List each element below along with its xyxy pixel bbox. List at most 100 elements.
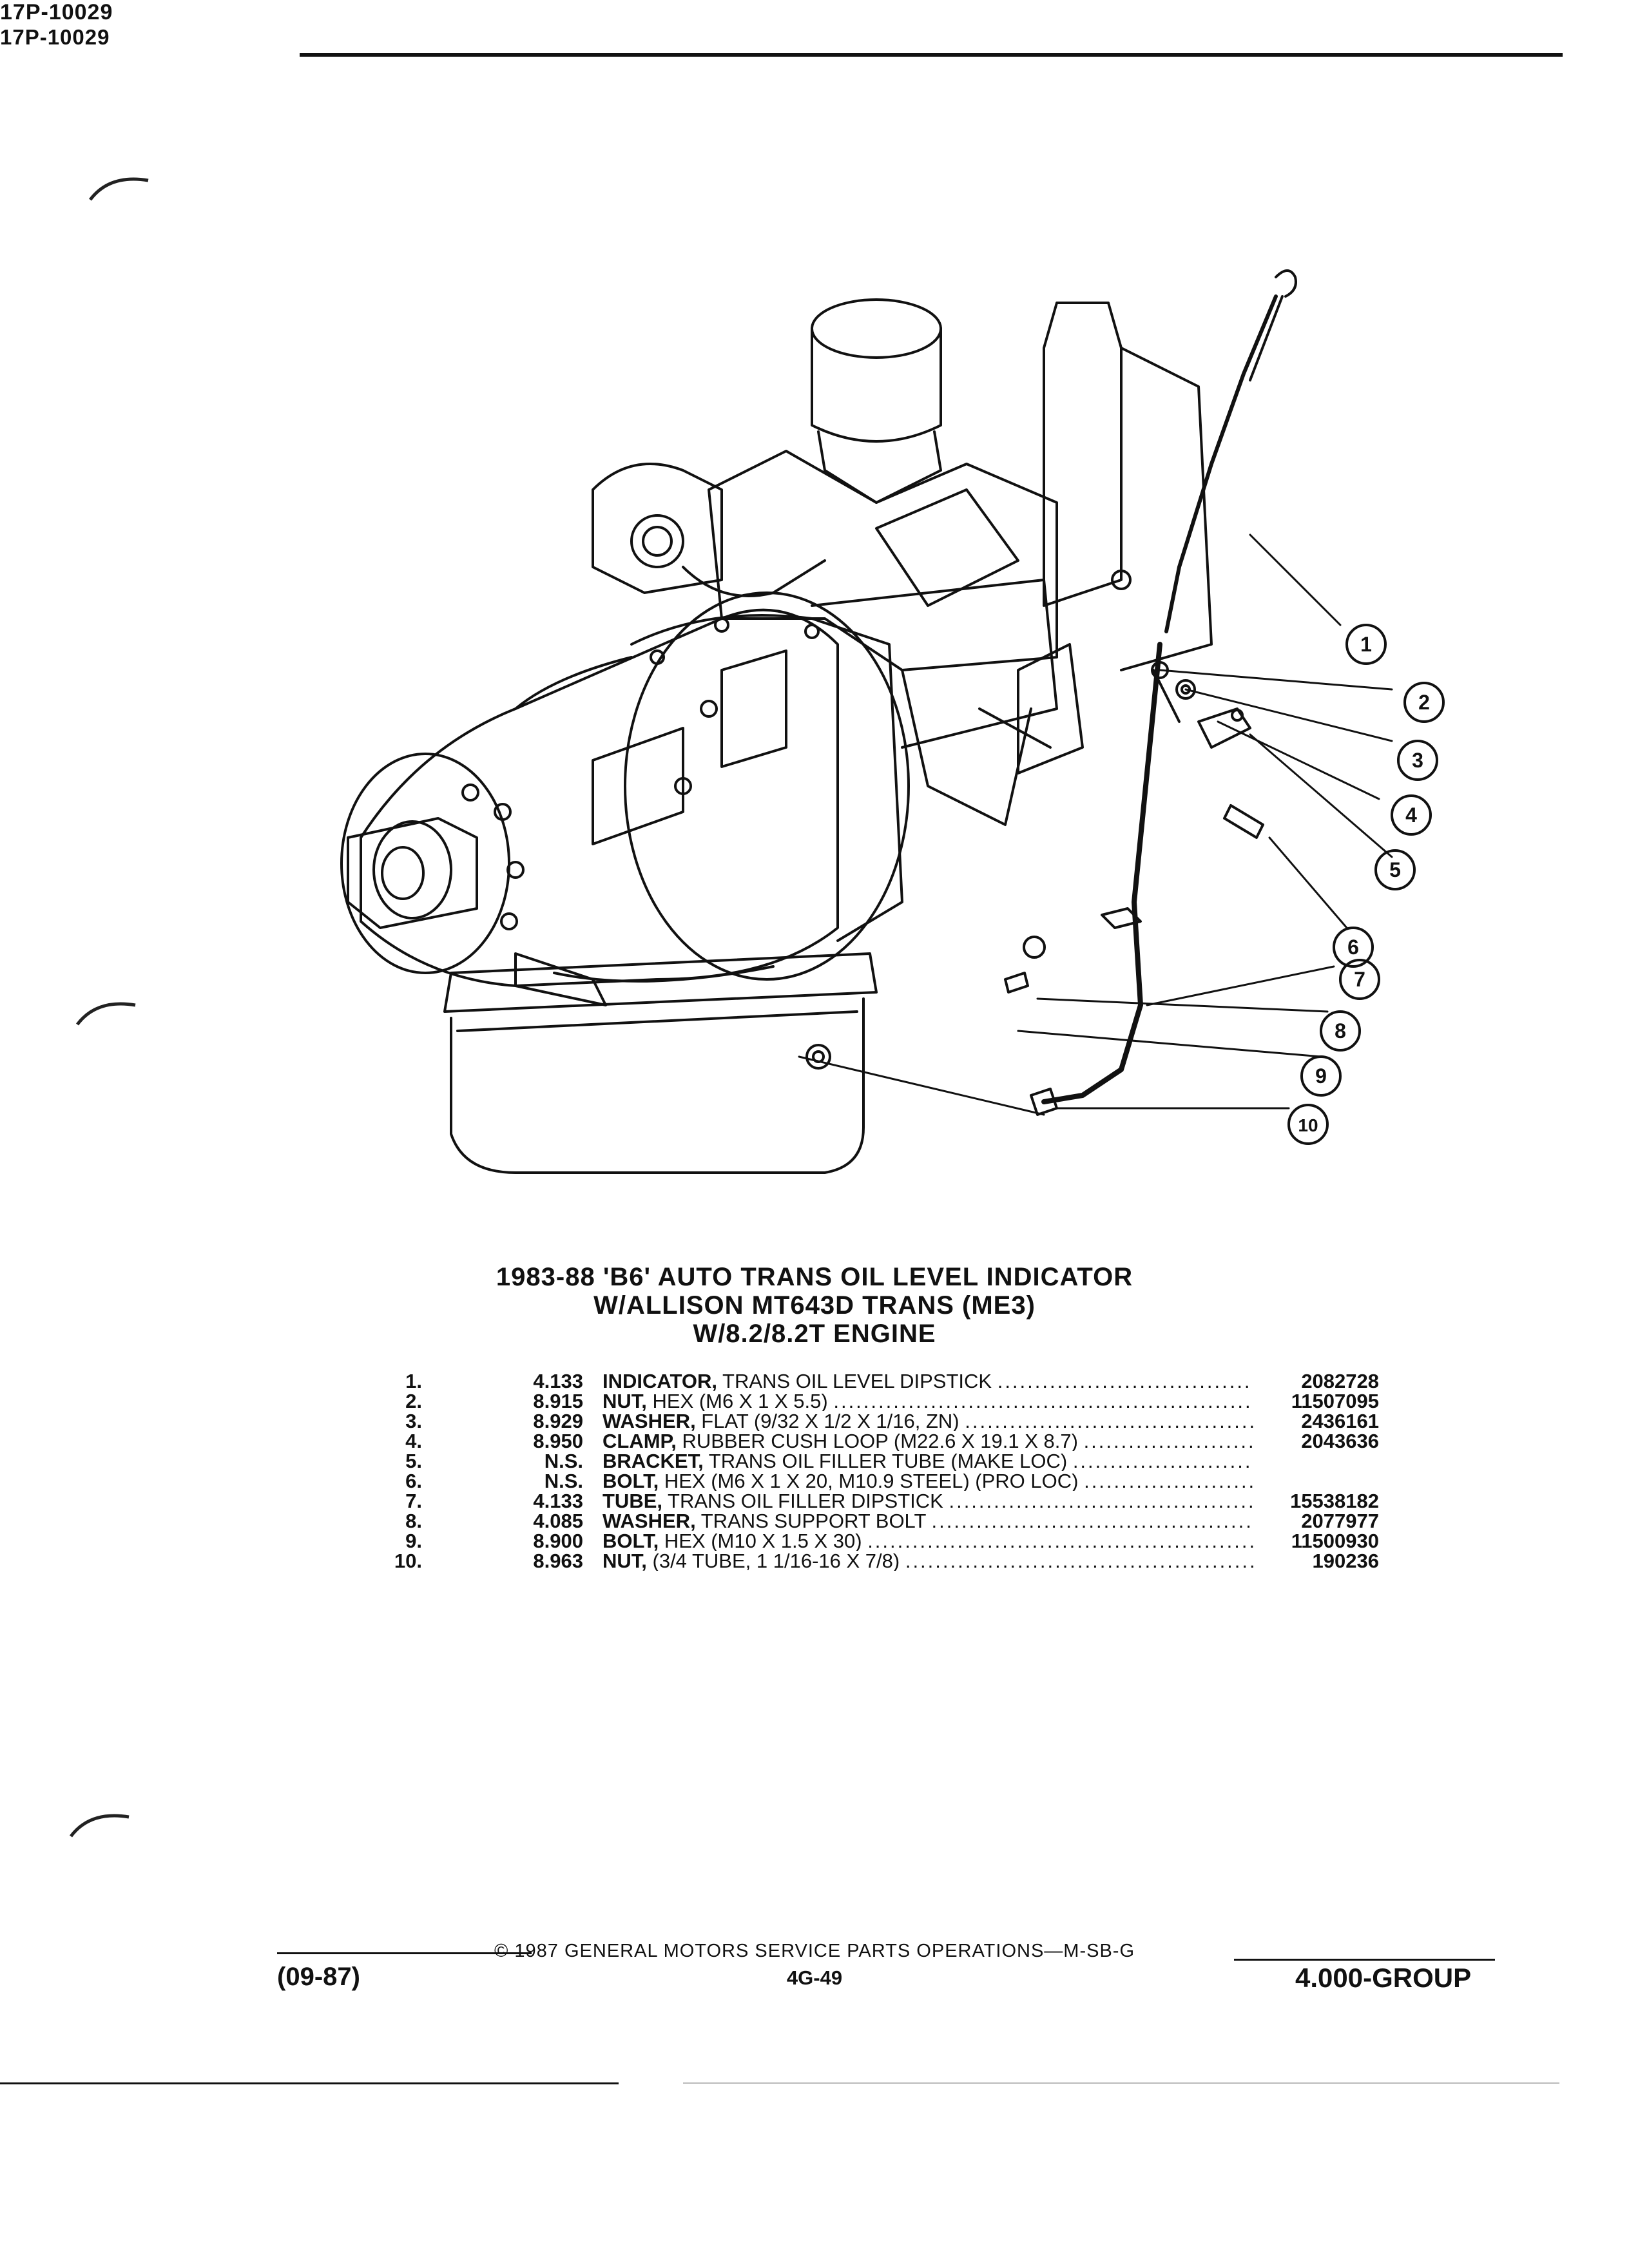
footer-rule-right <box>1234 1959 1495 1961</box>
leader-dots: ........................................… <box>1072 1451 1253 1471</box>
title-line-1: 1983-88 'B6' AUTO TRANS OIL LEVEL INDICA… <box>496 1263 1133 1291</box>
part-number: 2082728 <box>1301 1370 1379 1392</box>
callout-9-circle <box>1300 1055 1342 1097</box>
callout-6: 6 <box>1347 936 1359 959</box>
leader-dots: ........................................… <box>1084 1471 1253 1491</box>
part-number: 2077977 <box>1301 1510 1379 1532</box>
part-number: 2436161 <box>1301 1410 1379 1432</box>
punch-mark-top <box>89 177 149 201</box>
exploded-view-illustration: 1 2 3 4 5 6 7 8 9 10 <box>340 269 1445 1174</box>
group-number: N.S. <box>544 1470 583 1492</box>
part-description: INDICATOR, TRANS OIL LEVEL DIPSTICK ....… <box>602 1371 1253 1391</box>
footer-rule-left <box>277 1952 532 1954</box>
callout-4-circle <box>1391 794 1432 836</box>
transmission-drawing <box>340 608 839 1006</box>
item-number: 1. <box>405 1370 422 1392</box>
group-number: 4.085 <box>533 1510 583 1532</box>
part-spec: HEX (M10 X 1.5 X 30) <box>659 1531 862 1551</box>
punch-mark-middle <box>76 1002 136 1026</box>
part-number: 15538182 <box>1290 1490 1379 1512</box>
group-number: 8.929 <box>533 1410 583 1432</box>
oil-pan-drawing <box>443 952 878 1174</box>
part-spec: TRANS OIL FILLER TUBE (MAKE LOC) <box>703 1451 1068 1471</box>
part-name: WASHER, <box>602 1511 696 1531</box>
part-spec: TRANS SUPPORT BOLT <box>695 1511 926 1531</box>
figure-code-bottom: 17P-10029 <box>0 25 110 49</box>
part-number: 2043636 <box>1301 1430 1379 1452</box>
part-spec: TRANS OIL LEVEL DIPSTICK <box>717 1371 992 1391</box>
bell-housing-drawing <box>624 591 910 981</box>
parts-row: 9. 8.900 BOLT, HEX (M10 X 1.5 X 30) ....… <box>361 1531 1379 1551</box>
parts-row: 1. 4.133 INDICATOR, TRANS OIL LEVEL DIPS… <box>361 1371 1379 1391</box>
footer-page-number: 4G-49 <box>786 1966 843 1989</box>
punch-mark-bottom <box>70 1814 130 1838</box>
footer-date: (09-87) <box>277 1963 360 1991</box>
part-spec: RUBBER CUSH LOOP (M22.6 X 19.1 X 8.7) <box>676 1431 1078 1451</box>
item-number: 3. <box>405 1410 422 1432</box>
part-name: NUT, <box>602 1391 647 1411</box>
leader-dots: ........................................… <box>867 1531 1253 1551</box>
callout-numbers: 1 2 3 4 5 6 7 8 9 10 <box>1298 633 1429 1135</box>
title-line-3: W/8.2/8.2T ENGINE <box>693 1320 936 1348</box>
group-number: 4.133 <box>533 1370 583 1392</box>
callout-5-circle <box>1374 849 1416 890</box>
part-description: BRACKET, TRANS OIL FILLER TUBE (MAKE LOC… <box>602 1451 1253 1471</box>
filler-tube-drawing <box>1041 642 1181 1104</box>
callout-2: 2 <box>1418 691 1430 714</box>
callout-7: 7 <box>1354 968 1365 991</box>
leader-dots: ........................................… <box>997 1371 1253 1391</box>
part-name: BOLT, <box>602 1531 659 1551</box>
part-description: BOLT, HEX (M6 X 1 X 20, M10.9 STEEL) (PR… <box>602 1471 1253 1491</box>
parts-row: 5. N.S. BRACKET, TRANS OIL FILLER TUBE (… <box>361 1451 1379 1471</box>
fastener-drawings <box>978 661 1264 1116</box>
item-number: 5. <box>405 1450 422 1472</box>
leader-dots: ........................................… <box>1083 1431 1253 1451</box>
leader-dots: ........................................… <box>905 1551 1253 1571</box>
parts-list: 1. 4.133 INDICATOR, TRANS OIL LEVEL DIPS… <box>361 1371 1379 1571</box>
callout-8-circle <box>1320 1010 1361 1052</box>
part-spec: (3/4 TUBE, 1 1/16-16 X 7/8) <box>646 1551 900 1571</box>
group-number: 8.963 <box>533 1550 583 1572</box>
top-rule <box>300 53 1563 57</box>
item-number: 10. <box>394 1550 422 1572</box>
callout-7-circle <box>1339 959 1380 1000</box>
item-number: 8. <box>405 1510 422 1532</box>
leader-dots: ........................................… <box>965 1411 1253 1431</box>
bottom-rule <box>0 2082 619 2084</box>
leader-dots: ........................................… <box>833 1391 1253 1411</box>
parts-row: 10. 8.963 NUT, (3/4 TUBE, 1 1/16-16 X 7/… <box>361 1551 1379 1571</box>
callout-10: 10 <box>1298 1115 1318 1135</box>
parts-row: 7. 4.133 TUBE, TRANS OIL FILLER DIPSTICK… <box>361 1491 1379 1511</box>
figure-code-top: 17P-10029 <box>0 0 113 24</box>
part-description: NUT, HEX (M6 X 1 X 5.5) ................… <box>602 1391 1253 1411</box>
part-spec: TRANS OIL FILLER DIPSTICK <box>662 1491 943 1511</box>
dipstick-indicator-drawing <box>1164 269 1297 633</box>
footer-group: 4.000-GROUP <box>1295 1963 1472 1993</box>
parts-row: 2. 8.915 NUT, HEX (M6 X 1 X 5.5) .......… <box>361 1391 1379 1411</box>
item-number: 4. <box>405 1430 422 1452</box>
part-name: TUBE, <box>602 1491 662 1511</box>
part-description: NUT, (3/4 TUBE, 1 1/16-16 X 7/8) .......… <box>602 1551 1253 1571</box>
parts-row: 8. 4.085 WASHER, TRANS SUPPORT BOLT ....… <box>361 1511 1379 1531</box>
footer-copyright: © 1987 GENERAL MOTORS SERVICE PARTS OPER… <box>494 1941 1135 1961</box>
part-name: CLAMP, <box>602 1431 677 1451</box>
part-name: NUT, <box>602 1551 647 1571</box>
callout-1-circle <box>1345 624 1387 665</box>
callout-circles <box>1287 624 1445 1145</box>
part-description: WASHER, FLAT (9/32 X 1/2 X 1/16, ZN) ...… <box>602 1411 1253 1431</box>
callout-9: 9 <box>1315 1064 1327 1088</box>
leader-dots: ........................................… <box>949 1491 1253 1511</box>
part-name: INDICATOR, <box>602 1371 717 1391</box>
part-spec: HEX (M6 X 1 X 5.5) <box>646 1391 828 1411</box>
engine-drawing <box>592 298 1213 826</box>
callout-10-circle <box>1287 1104 1329 1145</box>
callout-1: 1 <box>1360 633 1372 656</box>
part-name: BRACKET, <box>602 1451 704 1471</box>
part-description: TUBE, TRANS OIL FILLER DIPSTICK ........… <box>602 1491 1253 1511</box>
group-number: 4.133 <box>533 1490 583 1512</box>
part-description: WASHER, TRANS SUPPORT BOLT .............… <box>602 1511 1253 1531</box>
item-number: 7. <box>405 1490 422 1512</box>
leader-dots: ........................................… <box>931 1511 1254 1531</box>
callout-8: 8 <box>1335 1019 1346 1043</box>
part-spec: HEX (M6 X 1 X 20, M10.9 STEEL) (PRO LOC) <box>659 1471 1079 1491</box>
